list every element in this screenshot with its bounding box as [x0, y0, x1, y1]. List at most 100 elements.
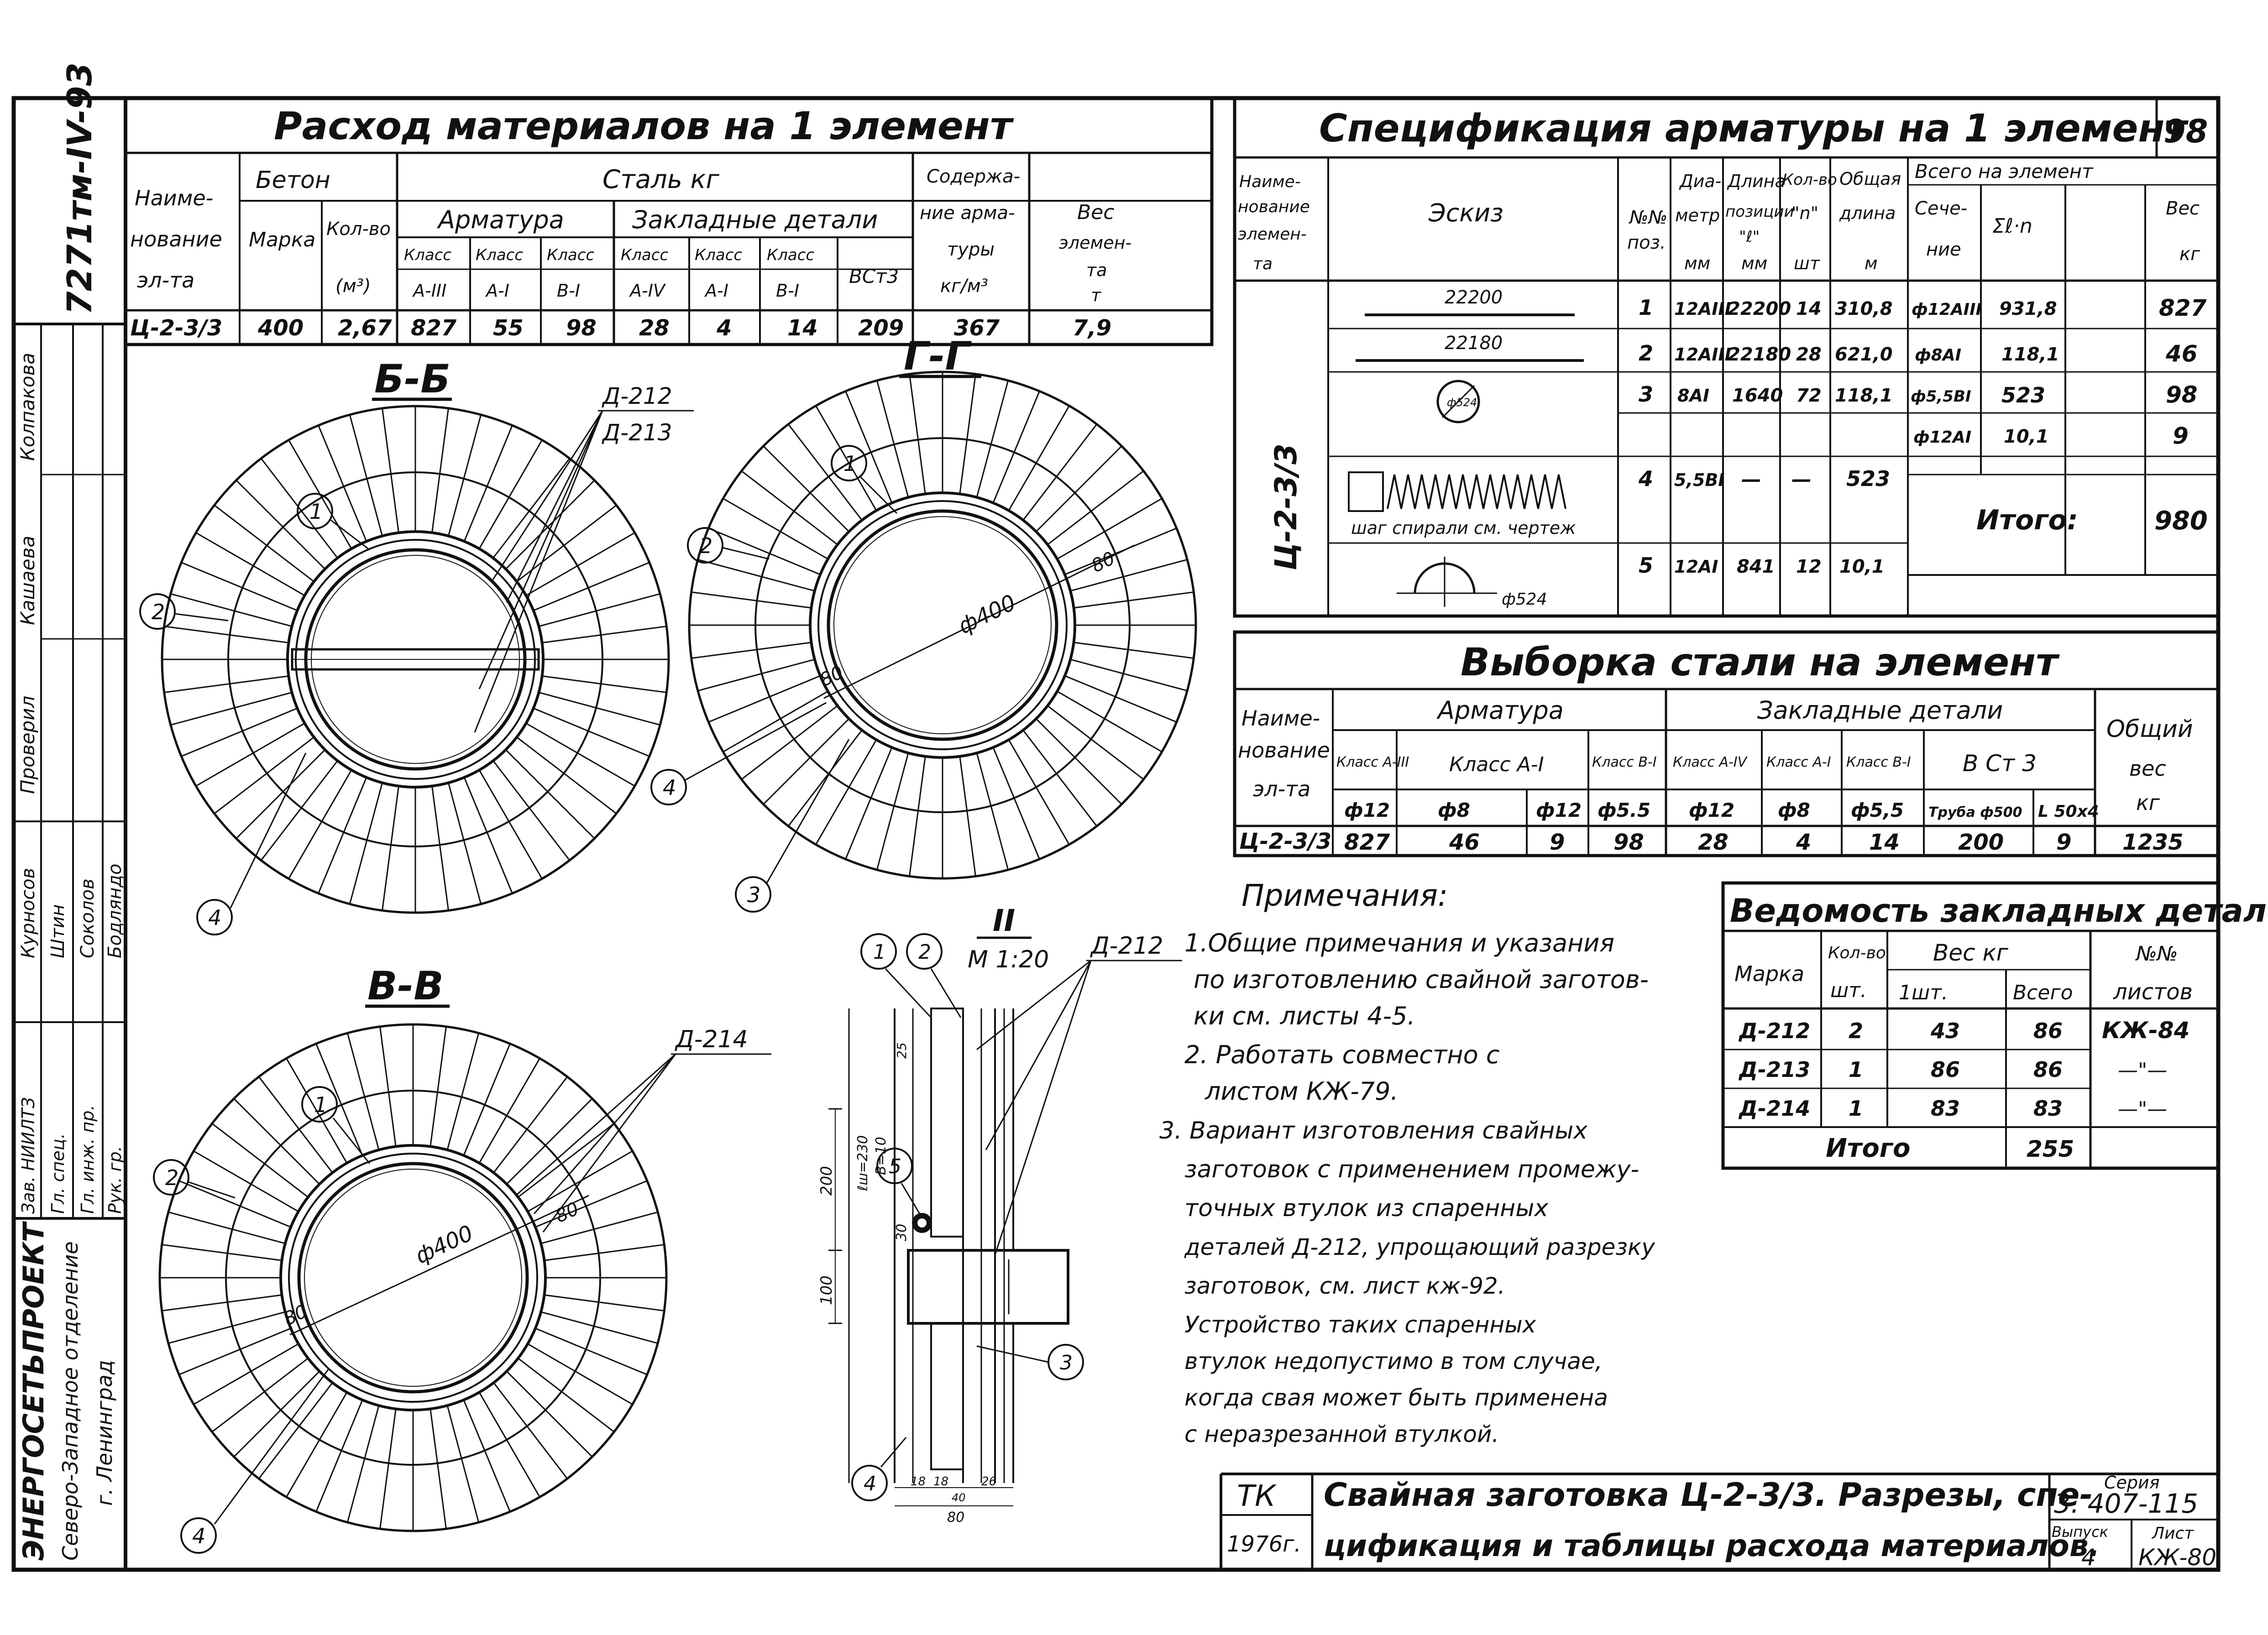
spec-r1-n: 14 [1796, 298, 1822, 319]
sketch-label-1: 22180 [1445, 333, 1503, 354]
spec-r3-total: 118,1 [1835, 385, 1893, 406]
mat-h-code-3: А-IV [629, 281, 666, 301]
radial-rib [286, 1392, 348, 1498]
radial-rib [430, 1026, 447, 1147]
sel-cell-0: Ц-2-3/3 [1239, 829, 1331, 854]
radial-rib [540, 1211, 658, 1244]
radial-rib [382, 408, 399, 533]
radial-rib [492, 458, 571, 559]
detail-dim-7: 18 [933, 1475, 948, 1489]
radial-rib [164, 675, 289, 693]
spec-h-sketch: Эскиз [1428, 198, 1503, 227]
radial-rib [349, 783, 383, 904]
radial-rib [236, 749, 326, 839]
radial-rib [379, 1409, 397, 1529]
spec-h-name-1: нование [1238, 198, 1310, 216]
emb-h-mark: Марка [1734, 961, 1804, 986]
mat-h-code-0: А-III [412, 281, 446, 301]
detail-callout-4: 4 [864, 1472, 876, 1495]
radial-rib [909, 374, 926, 494]
note-line-11: втулок недопустимо в том случае, [1184, 1348, 1603, 1374]
gg-dim-dia: ф400 [954, 590, 1020, 639]
radial-rib [193, 1343, 299, 1405]
tb-title-2: цификация и таблицы расхода материалов. [1324, 1528, 2100, 1563]
radial-rib [478, 1058, 540, 1164]
sel-h-sub-4: Класс А-I [1766, 754, 1831, 770]
sel-h-total-1: вес [2129, 756, 2166, 781]
spec-r3-w: 98 [2166, 381, 2198, 408]
mat-h-weight-1: элемен- [1059, 233, 1131, 253]
detail-dim-4: ℓш=230 [855, 1135, 871, 1191]
name-3: Бодляндо [105, 864, 126, 958]
section-gg: Г-Г ф400 80 80 1 2 4 3 [650, 334, 1197, 913]
mat-cell-7: 4 [716, 315, 732, 341]
tb-series: 3. 407-115 [2054, 1488, 2198, 1519]
sel-cell-2: 46 [1449, 830, 1480, 855]
radial-rib [992, 747, 1040, 860]
spec-h-count-2: шт [1794, 253, 1821, 273]
name-1: Штин [47, 904, 68, 958]
radial-rib [431, 408, 449, 533]
spec-h-len-2: "ℓ" [1739, 228, 1760, 246]
spec-h-count-0: Кол-во [1782, 171, 1837, 189]
spec-r3b-w: 9 [2173, 423, 2189, 449]
radial-rib [463, 1400, 511, 1512]
sketch-label-3: шаг спирали см. чертеж [1351, 518, 1576, 538]
radial-rib [909, 756, 926, 877]
spec-h-dia-0: Диа- [1679, 171, 1721, 191]
radial-rib [430, 1409, 447, 1529]
spec-total-label: Итого: [1976, 504, 2078, 536]
mat-h-weight-2: та [1086, 260, 1107, 280]
emb-total-label: Итого [1826, 1134, 1911, 1163]
spec-h-total-1: длина [1839, 203, 1896, 223]
vv-callout-1: 2 [165, 1165, 178, 1190]
radial-rib [697, 658, 815, 692]
name-2: Соколов [77, 878, 98, 958]
sketch-ring: ф524 [1436, 380, 1480, 423]
materials-title: Расход материалов на 1 элемент [274, 104, 1014, 148]
spec-title: Спецификация арматуры на 1 элемент [1319, 106, 2189, 151]
radial-rib [1022, 423, 1098, 521]
spec-r1-total: 310,8 [1835, 298, 1893, 319]
radial-rib [178, 1327, 291, 1375]
role-1: Гл. спец. [48, 1133, 68, 1214]
radial-rib [763, 445, 849, 532]
radial-rib [178, 1180, 291, 1228]
note-line-0: 1.Общие примечания и указания [1184, 929, 1614, 957]
materials-table: Расход материалов на 1 элемент Наиме- но… [124, 96, 1214, 346]
detail-dim-0: 200 [817, 1166, 836, 1196]
spec-row-2: 2 12АIII 22180 28 621,0 ф8АI 118,1 46 [1639, 340, 2198, 367]
radial-rib [493, 1076, 568, 1173]
vv-callout-0: 1 [314, 1092, 327, 1117]
radial-rib [544, 1244, 665, 1261]
radial-rib [463, 777, 513, 894]
emb-r2-qty: 1 [1849, 1057, 1863, 1082]
sheet-number: 98 [2163, 113, 2208, 150]
spec-h-len-1: позиции [1725, 203, 1794, 221]
sel-h-name-0: Наиме- [1241, 706, 1320, 731]
spec-row-3: 3 8АI 1640 72 118,1 ф5,5ВI 523 98 [1639, 381, 2198, 408]
note-line-6: заготовок с применением промежу- [1184, 1156, 1639, 1183]
spec-r4-len: — [1741, 468, 1761, 491]
emb-r2-one: 86 [1931, 1057, 1960, 1082]
radial-rib [260, 760, 338, 861]
radial-rib [505, 480, 595, 570]
spec-r3-len: 1640 [1732, 385, 1783, 406]
detail-dim-9: 80 [947, 1510, 964, 1525]
emb-r2-mark: Д-213 [1738, 1057, 1810, 1082]
spec-r4-total: 523 [1846, 466, 1890, 491]
spec-h-pos-1: поз. [1627, 232, 1666, 253]
radial-rib [540, 1311, 658, 1344]
radial-rib [763, 718, 849, 805]
radial-rib [478, 439, 543, 549]
radial-rib [1074, 591, 1194, 609]
detail-callout-2: 5 [889, 1155, 901, 1178]
radial-rib [1070, 559, 1188, 592]
radial-rib [168, 1311, 286, 1344]
mat-h-embedded: Закладные детали [632, 205, 878, 234]
radial-rib [1047, 470, 1144, 545]
radial-rib [533, 707, 650, 757]
emb-total-value: 255 [2027, 1136, 2074, 1162]
note-line-10: Устройство таких спаренных [1184, 1311, 1536, 1338]
detail-dim-3: 25 [894, 1042, 909, 1059]
